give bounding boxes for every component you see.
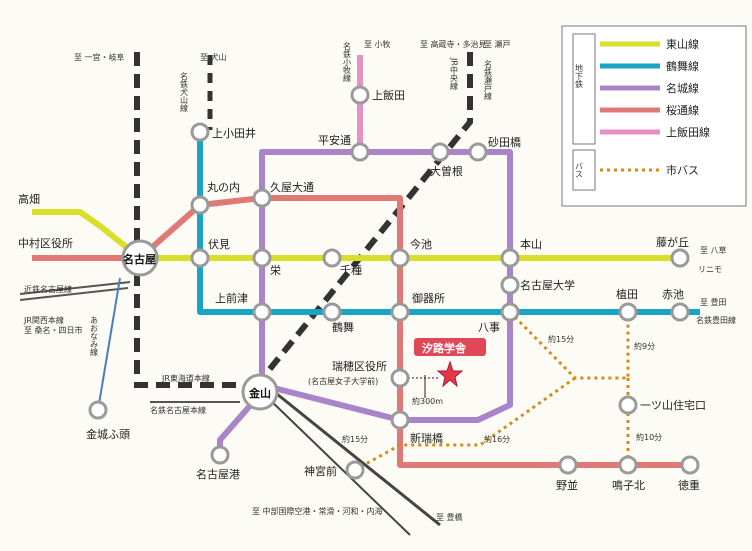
svg-text:至 八草: 至 八草	[700, 245, 727, 255]
svg-text:鶴舞: 鶴舞	[332, 320, 354, 334]
svg-text:至 中部国際空港・常滑・河和・内海: 至 中部国際空港・常滑・河和・内海	[252, 506, 383, 516]
svg-text:約9分: 約9分	[634, 341, 655, 351]
school-label: 汐路学舎 約300m	[412, 338, 486, 406]
svg-text:上飯田: 上飯田	[372, 88, 405, 102]
svg-text:至 瀬戸: 至 瀬戸	[484, 39, 511, 49]
svg-text:上飯田線: 上飯田線	[666, 125, 710, 139]
svg-text:東山線: 東山線	[666, 37, 699, 51]
svg-text:丸の内: 丸の内	[207, 180, 240, 194]
svg-text:至 桑名・四日市: 至 桑名・四日市	[24, 325, 83, 335]
station-labels: 高畑 中村区役所 名古屋 伏見 丸の内 上小田井 久屋大通 栄 上前津 鶴舞 千…	[18, 88, 706, 492]
svg-text:名鉄豊田線: 名鉄豊田線	[696, 315, 736, 325]
bus-times: 約15分 約9分 約10分 約15分 約16分	[342, 334, 662, 444]
svg-text:至 小牧: 至 小牧	[364, 39, 391, 49]
svg-text:名鉄名古屋本線: 名鉄名古屋本線	[150, 405, 206, 415]
svg-text:市バス: 市バス	[666, 163, 699, 177]
svg-text:JR関西本線: JR関西本線	[23, 315, 64, 325]
svg-text:藤が丘: 藤が丘	[656, 235, 689, 249]
svg-text:名古屋大学: 名古屋大学	[520, 278, 575, 292]
svg-text:神宮前: 神宮前	[304, 464, 337, 478]
svg-text:至 豊田: 至 豊田	[700, 297, 727, 307]
svg-text:約15分: 約15分	[548, 334, 574, 344]
direction-labels: 至 一宮・岐阜 至 犬山 名鉄犬山線 至 小牧 名鉄小牧線 至 高蔵寺・多治見 …	[23, 39, 736, 522]
svg-text:地下鉄: 地下鉄	[575, 63, 584, 89]
svg-text:バス: バス	[575, 162, 584, 178]
svg-text:金城ふ頭: 金城ふ頭	[86, 427, 130, 441]
svg-text:名鉄小牧線: 名鉄小牧線	[343, 41, 352, 82]
svg-text:(名古屋女子大学前): (名古屋女子大学前)	[308, 376, 378, 386]
legend: 地下鉄 バス 東山線 鶴舞線 名城線 桜通線 上飯田線 市バス	[561, 25, 747, 207]
svg-text:瑞穂区役所: 瑞穂区役所	[332, 359, 387, 373]
station-kanayama[interactable]	[241, 373, 279, 411]
svg-text:上前津: 上前津	[215, 291, 248, 305]
svg-text:至 豊橋: 至 豊橋	[436, 512, 463, 522]
svg-text:リニモ: リニモ	[698, 265, 722, 274]
bus-routes	[354, 310, 630, 472]
svg-text:約300m: 約300m	[412, 396, 443, 406]
svg-text:至 犬山: 至 犬山	[200, 52, 227, 62]
svg-text:JR東海道本線: JR東海道本線	[161, 373, 210, 383]
svg-text:約16分: 約16分	[484, 434, 510, 444]
svg-text:名古屋港: 名古屋港	[196, 467, 240, 481]
svg-text:約10分: 約10分	[636, 432, 662, 442]
svg-text:徳重: 徳重	[678, 478, 700, 492]
svg-text:名鉄瀬戸線: 名鉄瀬戸線	[484, 59, 493, 100]
svg-text:平安通: 平安通	[318, 133, 351, 147]
svg-text:桜通線: 桜通線	[666, 103, 699, 117]
svg-text:千種: 千種	[340, 263, 362, 277]
svg-text:砂田橋: 砂田橋	[488, 135, 521, 149]
walk-route	[400, 360, 464, 398]
station-nagoya[interactable]	[121, 239, 159, 277]
svg-text:伏見: 伏見	[208, 237, 230, 251]
svg-text:今池: 今池	[410, 237, 432, 251]
svg-text:野並: 野並	[556, 478, 578, 492]
svg-text:鳴子北: 鳴子北	[612, 478, 645, 492]
svg-text:赤池: 赤池	[662, 288, 684, 301]
svg-text:久屋大通: 久屋大通	[270, 180, 314, 194]
svg-text:あおなみ線: あおなみ線	[90, 316, 99, 356]
school-star-icon	[436, 360, 464, 388]
svg-text:至 高蔵寺・多治見: 至 高蔵寺・多治見	[420, 39, 487, 49]
svg-text:中村区役所: 中村区役所	[18, 236, 73, 250]
svg-text:至 一宮・岐阜: 至 一宮・岐阜	[74, 52, 125, 62]
svg-text:JR中央線: JR中央線	[450, 57, 459, 90]
svg-text:約15分: 約15分	[342, 434, 368, 444]
svg-text:栄: 栄	[270, 263, 281, 277]
svg-text:大曽根: 大曽根	[430, 164, 463, 178]
svg-text:本山: 本山	[520, 237, 542, 251]
svg-text:汐路学舎: 汐路学舎	[422, 341, 467, 355]
svg-text:近鉄名古屋線: 近鉄名古屋線	[24, 284, 72, 294]
station-markers	[88, 85, 700, 480]
svg-text:植田: 植田	[616, 287, 638, 301]
svg-text:名城線: 名城線	[666, 81, 699, 95]
svg-text:御器所: 御器所	[412, 291, 445, 305]
svg-text:高畑: 高畑	[18, 192, 40, 206]
svg-text:名古屋: 名古屋	[123, 252, 156, 266]
svg-text:新瑞橋: 新瑞橋	[410, 431, 443, 445]
svg-text:上小田井: 上小田井	[212, 126, 256, 140]
svg-text:鶴舞線: 鶴舞線	[666, 59, 699, 73]
svg-text:金山: 金山	[248, 386, 271, 400]
jr-rail-lines	[19, 52, 473, 536]
svg-text:八事: 八事	[478, 321, 500, 334]
svg-text:一ツ山住宅口: 一ツ山住宅口	[640, 398, 706, 412]
svg-text:名鉄犬山線: 名鉄犬山線	[180, 71, 189, 112]
